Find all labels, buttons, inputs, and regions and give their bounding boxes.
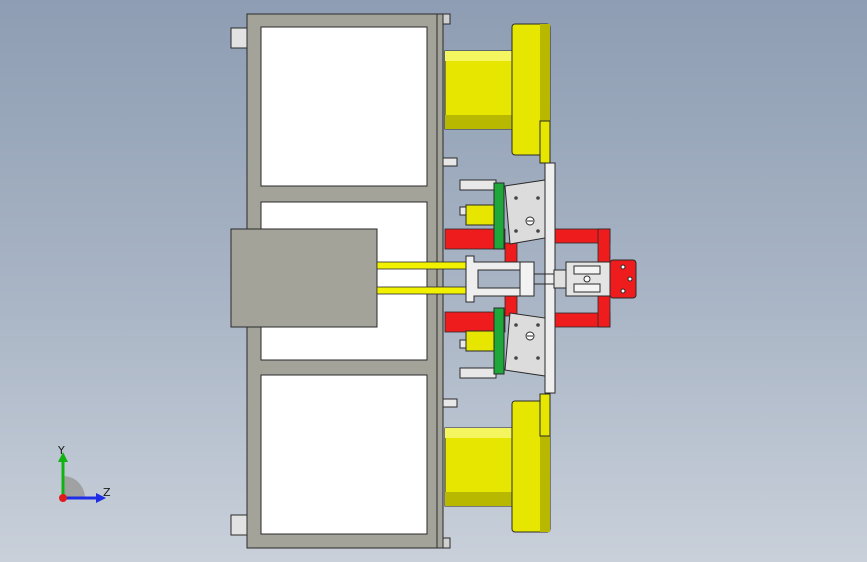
frame-window-bottom xyxy=(260,374,428,535)
red-clamp-arms xyxy=(444,228,611,333)
z-axis-arrow xyxy=(96,493,106,503)
cylinder-bottom xyxy=(444,393,551,533)
y-axis-arrow xyxy=(58,452,68,462)
frame-window-top xyxy=(260,26,428,187)
lower-clamp-block xyxy=(459,307,546,379)
upper-clamp-block xyxy=(459,179,546,250)
origin-icon xyxy=(59,494,67,502)
fork-linkage xyxy=(465,255,567,303)
coordinate-triad xyxy=(58,452,106,503)
z-axis-label: Z xyxy=(103,486,111,499)
actuator-housing xyxy=(230,228,378,328)
toggle-clamp xyxy=(565,259,637,299)
y-axis-label: Y xyxy=(58,444,65,457)
cylinder-top xyxy=(444,23,551,164)
